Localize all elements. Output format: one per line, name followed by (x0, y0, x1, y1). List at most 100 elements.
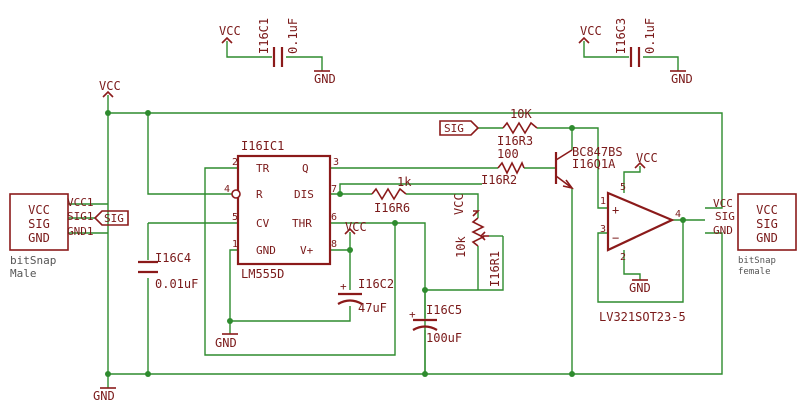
female-pin-gnd: GND (713, 224, 733, 237)
female-box-sig: SIG (756, 217, 778, 231)
svg-text:1: 1 (600, 196, 606, 207)
svg-text:3: 3 (333, 157, 339, 168)
svg-text:V+: V+ (300, 244, 314, 257)
female-box-gnd: GND (756, 231, 778, 245)
svg-text:10k: 10k (454, 236, 468, 258)
svg-text:6: 6 (331, 212, 337, 223)
male-pin-gnd1: GND1 (67, 225, 94, 238)
svg-text:I16R3: I16R3 (497, 134, 533, 148)
connector-male: VCC SIG GND VCC1 SIG1 GND1 bitSnap Male (9, 193, 94, 280)
svg-text:BC847BS: BC847BS (572, 145, 623, 159)
svg-text:GND: GND (93, 389, 115, 403)
vcc-symbol-pot: VCC (452, 193, 480, 217)
svg-text:I16C4: I16C4 (155, 251, 191, 265)
svg-text:2: 2 (620, 252, 626, 263)
svg-text:TR: TR (256, 162, 270, 175)
cap-c4: I16C4 0.01uF (138, 251, 198, 291)
svg-text:GND: GND (629, 281, 651, 295)
female-pin-vcc: VCC (713, 197, 733, 210)
svg-text:CV: CV (256, 217, 270, 230)
male-box-sig: SIG (28, 217, 50, 231)
svg-text:GND: GND (314, 72, 336, 86)
svg-text:SIG: SIG (444, 122, 464, 135)
svg-text:8: 8 (331, 239, 337, 250)
svg-text:+: + (612, 203, 619, 217)
svg-text:100uF: 100uF (426, 331, 462, 345)
opamp: + − 5 1 3 2 4 LV321SOT23-5 (599, 182, 686, 324)
svg-text:5: 5 (232, 212, 238, 223)
cap-c3: I16C3 0.1uF (614, 18, 657, 67)
svg-text:4: 4 (224, 184, 230, 195)
resistor-r3: 10K I16R3 (497, 107, 538, 148)
svg-text:I16Q1A: I16Q1A (572, 157, 616, 171)
svg-text:1: 1 (232, 239, 238, 250)
svg-text:−: − (612, 231, 619, 245)
svg-text:0.01uF: 0.01uF (155, 277, 198, 291)
svg-text:GND: GND (671, 72, 693, 86)
connector-female: VCC SIG GND VCC SIG GND bitSnap female (713, 193, 797, 277)
svg-text:VCC: VCC (219, 24, 241, 38)
ic-555: I16IC1 LM555D TR Q R DIS CV THR GND V+ 2… (224, 139, 339, 281)
svg-text:DIS: DIS (294, 188, 314, 201)
gnd-symbol-c3: GND (670, 70, 693, 86)
female-name: bitSnap (738, 256, 776, 266)
cap-c5: + I16C5 100uF (409, 303, 462, 345)
male-box-vcc: VCC (28, 203, 50, 217)
vcc-symbol-top-left: VCC (219, 24, 241, 44)
svg-text:GND: GND (256, 244, 276, 257)
svg-text:I16R6: I16R6 (374, 201, 410, 215)
svg-text:I16C5: I16C5 (426, 303, 462, 317)
vcc-symbol-555: VCC (344, 220, 367, 235)
female-gender: female (738, 267, 771, 277)
svg-text:VCC: VCC (580, 24, 602, 38)
svg-text:SIG: SIG (104, 212, 124, 225)
gnd-symbol-c1: GND (314, 70, 336, 86)
female-box-vcc: VCC (756, 203, 778, 217)
svg-text:I16C2: I16C2 (358, 277, 394, 291)
svg-text:I16R1: I16R1 (488, 251, 502, 287)
svg-text:R: R (256, 188, 263, 201)
svg-text:0.1uF: 0.1uF (643, 18, 657, 54)
vcc-symbol-top-right: VCC (578, 24, 602, 44)
ic1-ref: I16IC1 (241, 139, 284, 153)
male-box-gnd: GND (28, 231, 50, 245)
svg-text:2: 2 (232, 157, 238, 168)
svg-text:VCC: VCC (99, 79, 121, 93)
gnd-symbol-bottom: GND (93, 387, 116, 403)
male-name: bitSnap (10, 254, 56, 267)
svg-text:7: 7 (331, 184, 337, 195)
male-pin-vcc1: VCC1 (67, 196, 94, 209)
svg-text:3: 3 (600, 224, 606, 235)
resistor-r2: 100 I16R2 (481, 147, 525, 187)
svg-text:I16C3: I16C3 (614, 18, 628, 54)
cap-c2: + I16C2 47uF (337, 277, 394, 315)
ic1-part: LM555D (241, 267, 284, 281)
svg-text:I16C1: I16C1 (257, 18, 271, 54)
gnd-symbol-opamp: GND (629, 279, 651, 295)
sig-flag-left: SIG (93, 210, 129, 226)
svg-text:+: + (340, 280, 347, 293)
female-pin-sig: SIG (715, 210, 735, 223)
svg-text:LV321SOT23-5: LV321SOT23-5 (599, 310, 686, 324)
svg-text:0.1uF: 0.1uF (286, 18, 300, 54)
wires (68, 41, 723, 388)
svg-text:I16R2: I16R2 (481, 173, 517, 187)
junctions (105, 110, 686, 377)
sig-flag-top: SIG (439, 120, 480, 136)
svg-text:100: 100 (497, 147, 519, 161)
svg-text:5: 5 (620, 182, 626, 193)
svg-text:VCC: VCC (636, 151, 658, 165)
svg-text:VCC: VCC (452, 193, 466, 215)
potentiometer-r1: 10k I16R1 (454, 217, 502, 287)
svg-text:1k: 1k (397, 175, 412, 189)
svg-text:47uF: 47uF (358, 301, 387, 315)
svg-text:Q: Q (302, 162, 309, 175)
vcc-symbol-left-rail: VCC (99, 79, 121, 98)
transistor-q1: BC847BS I16Q1A (554, 145, 623, 190)
gnd-symbol-555: GND (215, 333, 238, 350)
svg-text:10K: 10K (510, 107, 532, 121)
svg-text:GND: GND (215, 336, 237, 350)
male-pin-sig1: SIG1 (67, 210, 94, 223)
cap-c1: I16C1 0.1uF (257, 18, 300, 67)
